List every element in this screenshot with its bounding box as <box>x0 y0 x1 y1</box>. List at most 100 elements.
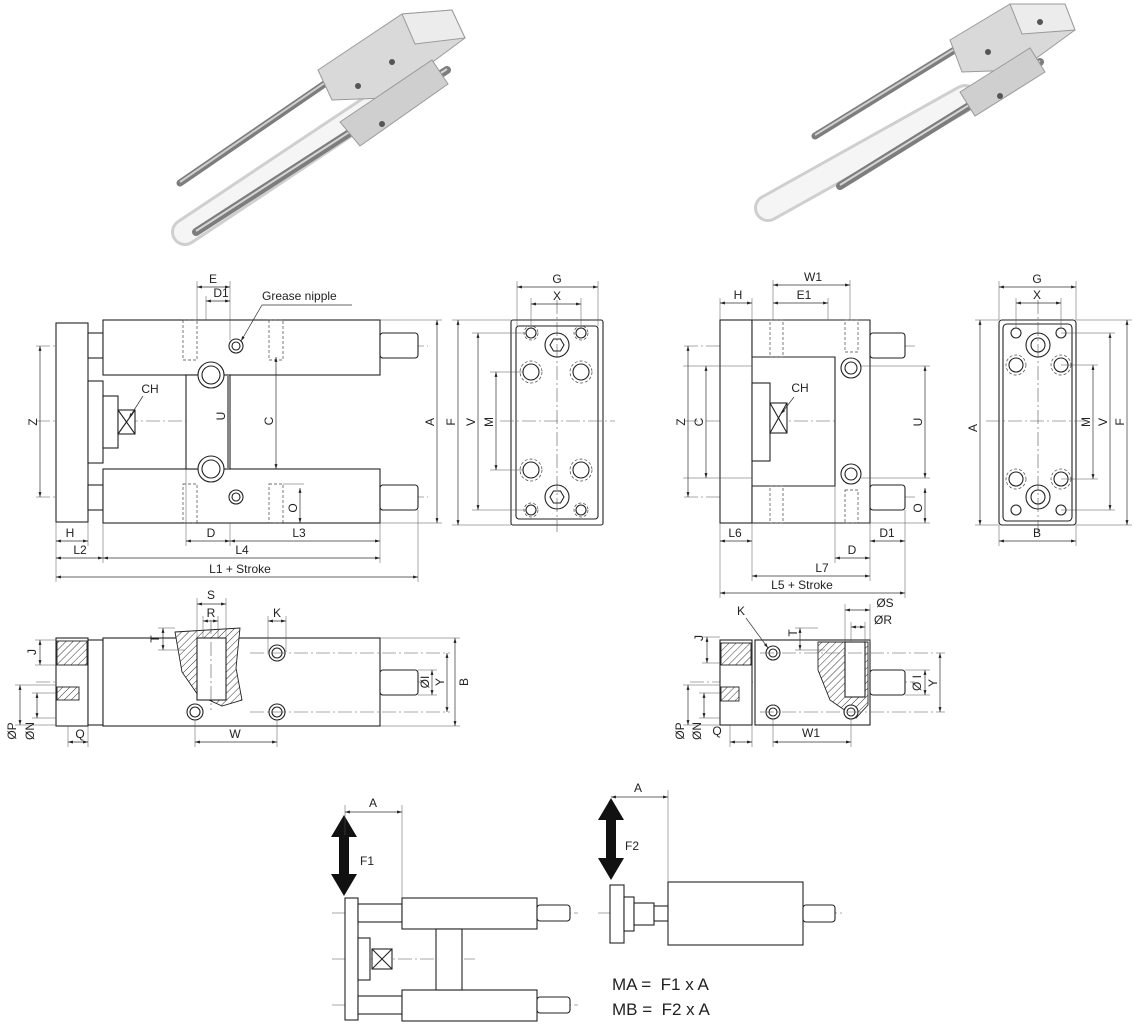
label-F2: F2 <box>625 839 639 853</box>
label-S: S <box>207 588 215 602</box>
force-arrow-icon <box>598 798 624 880</box>
label-M: M <box>1079 417 1093 427</box>
label-W: W <box>229 727 241 741</box>
label-B: B <box>1033 526 1041 540</box>
label-W1: W1 <box>804 270 822 284</box>
label-L1-stroke: L1 + Stroke <box>209 562 271 576</box>
label-T: T <box>148 635 162 643</box>
label-D1: D1 <box>879 526 895 540</box>
label-D: D <box>848 543 857 557</box>
label-G: G <box>552 272 561 286</box>
label-I: ØI <box>418 676 432 689</box>
label-Q: Q <box>712 724 721 738</box>
label-F: F <box>444 418 458 425</box>
piston-rod <box>379 669 419 696</box>
cylinder-body <box>667 881 804 946</box>
formula-MA: MA = F1 x A <box>612 975 710 994</box>
label-CH: CH <box>791 381 808 395</box>
ch-wrench-flat <box>769 402 788 434</box>
label-grease-nipple: Grease nipple <box>262 289 337 303</box>
top-view-right: ØS ØR K T J Ø I Y ØP ØN Q W1 <box>673 596 945 747</box>
ch-block <box>751 382 771 462</box>
label-M: M <box>482 417 496 427</box>
label-T: T <box>786 629 800 637</box>
label-D1: D1 <box>213 286 229 300</box>
label-E1: E1 <box>797 288 812 302</box>
force-arrow-icon <box>331 815 357 896</box>
label-J: J <box>25 649 39 655</box>
dimension-lines <box>452 281 599 526</box>
label-R: R <box>207 606 216 620</box>
front-view-right: H W1 E1 CH Z C U O L6 D D1 L7 L5 + Strok… <box>674 270 930 598</box>
label-N: ØN <box>690 722 704 740</box>
ch-wrench-flat <box>117 409 136 435</box>
label-P: ØP <box>5 722 19 739</box>
label-H: H <box>734 288 743 302</box>
bore <box>844 641 866 698</box>
label-L2: L2 <box>73 543 87 557</box>
label-W1: W1 <box>802 726 820 740</box>
label-Y: Y <box>926 679 940 687</box>
label-O: O <box>911 503 925 512</box>
dimension-lines <box>683 280 930 598</box>
label-V: V <box>464 418 478 426</box>
label-Y: Y <box>433 678 447 686</box>
guide-rod-lower <box>379 484 419 511</box>
label-U: U <box>911 418 925 427</box>
label-L5-stroke: L5 + Stroke <box>771 578 833 592</box>
guide-rod-upper <box>379 332 419 359</box>
piston-rod <box>869 669 906 696</box>
label-CH: CH <box>141 382 158 396</box>
label-K: K <box>737 604 745 618</box>
ch-wrench-flat <box>371 948 393 970</box>
label-Z: Z <box>26 418 40 425</box>
bearing-holes <box>840 357 862 485</box>
label-G: G <box>1032 272 1041 286</box>
upper-bar <box>401 897 538 930</box>
label-K: K <box>273 606 281 620</box>
dimension-lines <box>683 604 942 747</box>
end-plate <box>344 897 359 1021</box>
moment-diagram-right: A F2 MA = F1 x A MB = F2 x A <box>598 781 842 1019</box>
lower-bar <box>401 989 538 1022</box>
piston-rod <box>802 904 836 923</box>
center-column <box>435 928 463 991</box>
hidden-holes <box>769 319 859 524</box>
label-S: ØS <box>876 596 893 610</box>
label-Z: Z <box>674 418 688 425</box>
label-L7: L7 <box>815 561 829 575</box>
front-view-left: E D1 Grease nipple CH Z U C O A H L2 D L… <box>26 272 442 582</box>
product-photo-left <box>171 9 466 246</box>
product-photo-right <box>754 3 1076 222</box>
label-U: U <box>214 412 228 421</box>
label-J: J <box>692 635 706 641</box>
label-P: ØP <box>673 722 687 739</box>
holes <box>760 645 945 720</box>
label-A: A <box>423 418 437 426</box>
body <box>102 637 381 727</box>
end-plate <box>55 322 89 523</box>
formula-MB: MB = F2 x A <box>612 1000 710 1019</box>
side-view-left: G X F V M <box>444 272 615 532</box>
grease-nipple-icon <box>228 338 244 505</box>
label-E: E <box>209 272 217 286</box>
side-view-right: G X A M V F B <box>966 272 1132 546</box>
ch-block <box>87 380 104 464</box>
label-A: A <box>966 424 980 432</box>
label-X: X <box>1033 288 1041 302</box>
label-H: H <box>66 526 75 540</box>
dimension-lines <box>38 281 442 582</box>
label-L4: L4 <box>235 543 249 557</box>
label-C: C <box>262 416 276 425</box>
bore <box>196 637 227 701</box>
bearing-holes <box>197 361 225 483</box>
label-D: D <box>207 526 216 540</box>
body <box>751 319 871 524</box>
end-plate <box>609 884 625 944</box>
label-A: A <box>634 781 642 795</box>
label-L6: L6 <box>728 526 742 540</box>
label-A: A <box>369 796 377 810</box>
label-L3: L3 <box>292 526 306 540</box>
end-plate <box>719 319 753 524</box>
